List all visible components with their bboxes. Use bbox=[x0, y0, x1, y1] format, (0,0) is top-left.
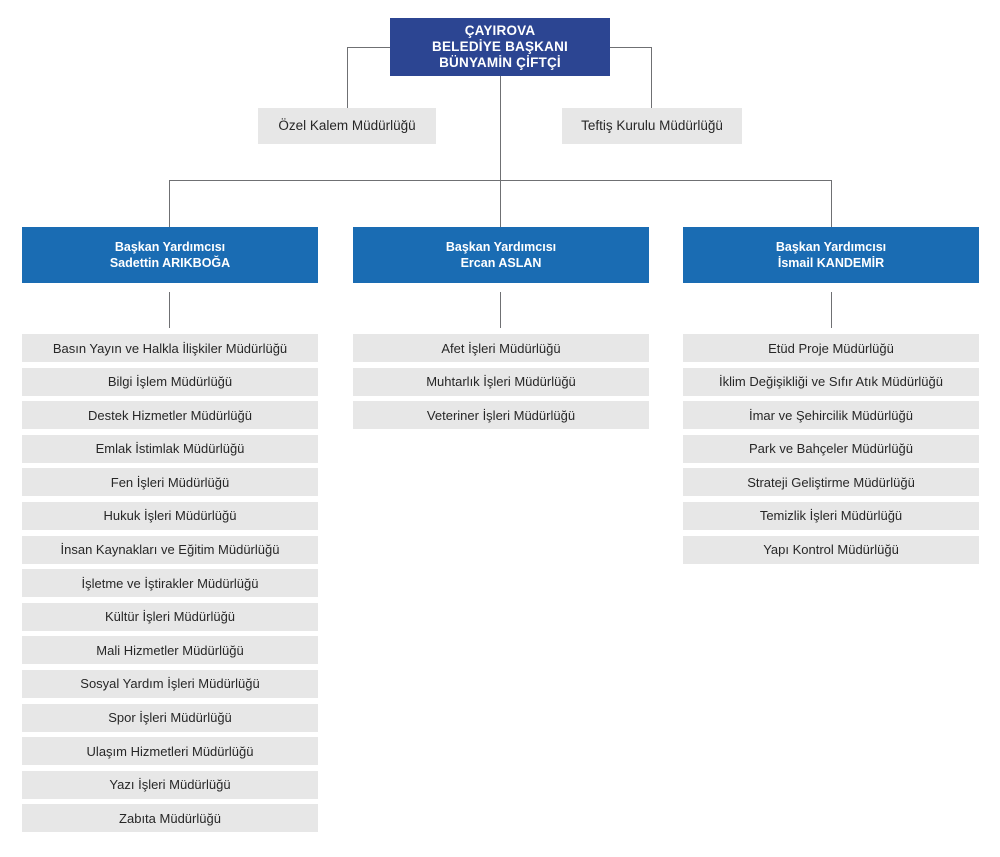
unit-box-label: Afet İşleri Müdürlüğü bbox=[441, 340, 561, 356]
unit-box[interactable]: Park ve Bahçeler Müdürlüğü bbox=[683, 434, 979, 463]
connector-deputy-3-to-units-vertical bbox=[831, 292, 832, 328]
deputy-node-ismail-kandemir[interactable]: Başkan Yardımcısı İsmail KANDEMİR bbox=[683, 227, 979, 283]
root-node-line-3: BÜNYAMİN ÇİFTÇİ bbox=[439, 55, 561, 70]
unit-box-label: Veteriner İşleri Müdürlüğü bbox=[426, 407, 576, 423]
deputy-node-title: Başkan Yardımcısı bbox=[114, 240, 226, 254]
unit-box-label: Yapı Kontrol Müdürlüğü bbox=[763, 542, 899, 558]
unit-box[interactable]: Basın Yayın ve Halkla İlişkiler Müdürlüğ… bbox=[22, 334, 318, 362]
connector-deputy-3-vertical bbox=[831, 180, 832, 227]
staff-node-teftis-kurulu[interactable]: Teftiş Kurulu Müdürlüğü bbox=[562, 108, 742, 144]
unit-box[interactable]: Muhtarlık İşleri Müdürlüğü bbox=[353, 367, 649, 396]
connector-deputy-1-to-units-vertical bbox=[169, 292, 170, 328]
unit-column-1: Basın Yayın ve Halkla İlişkiler Müdürlüğ… bbox=[22, 334, 318, 838]
unit-box[interactable]: İşletme ve İştirakler Müdürlüğü bbox=[22, 569, 318, 598]
unit-box[interactable]: Hukuk İşleri Müdürlüğü bbox=[22, 501, 318, 530]
connector-staff-left-vertical bbox=[347, 47, 348, 108]
connector-root-stem-vertical bbox=[500, 76, 501, 180]
unit-box[interactable]: Etüd Proje Müdürlüğü bbox=[683, 334, 979, 362]
unit-box-label: Strateji Geliştirme Müdürlüğü bbox=[747, 474, 915, 490]
unit-box[interactable]: Strateji Geliştirme Müdürlüğü bbox=[683, 468, 979, 497]
unit-box[interactable]: Emlak İstimlak Müdürlüğü bbox=[22, 434, 318, 463]
unit-box-label: Sosyal Yardım İşleri Müdürlüğü bbox=[80, 676, 260, 692]
connector-root-to-staff-right-horizontal bbox=[610, 47, 652, 48]
deputy-node-name: Sadettin ARIKBOĞA bbox=[109, 256, 231, 270]
connector-deputy-2-to-units-vertical bbox=[500, 292, 501, 328]
connector-staff-right-vertical bbox=[651, 47, 652, 108]
unit-box-label: Etüd Proje Müdürlüğü bbox=[768, 340, 894, 356]
unit-box[interactable]: Mali Hizmetler Müdürlüğü bbox=[22, 636, 318, 665]
unit-box-label: Basın Yayın ve Halkla İlişkiler Müdürlüğ… bbox=[52, 340, 288, 356]
unit-box[interactable]: İklim Değişikliği ve Sıfır Atık Müdürlüğ… bbox=[683, 367, 979, 396]
unit-box-label: Zabıta Müdürlüğü bbox=[119, 810, 221, 826]
unit-box[interactable]: Sosyal Yardım İşleri Müdürlüğü bbox=[22, 669, 318, 698]
connector-root-to-staff-left-horizontal bbox=[347, 47, 390, 48]
unit-box[interactable]: Fen İşleri Müdürlüğü bbox=[22, 468, 318, 497]
unit-box-label: Park ve Bahçeler Müdürlüğü bbox=[748, 441, 914, 457]
unit-box[interactable]: Kültür İşleri Müdürlüğü bbox=[22, 602, 318, 631]
deputy-node-title: Başkan Yardımcısı bbox=[775, 240, 887, 254]
unit-box-label: Mali Hizmetler Müdürlüğü bbox=[96, 642, 244, 658]
unit-box[interactable]: Yapı Kontrol Müdürlüğü bbox=[683, 535, 979, 564]
unit-box-label: Temizlik İşleri Müdürlüğü bbox=[759, 508, 903, 524]
unit-box-label: İşletme ve İştirakler Müdürlüğü bbox=[81, 575, 259, 591]
unit-box-label: Muhtarlık İşleri Müdürlüğü bbox=[426, 374, 576, 390]
unit-box-label: Ulaşım Hizmetleri Müdürlüğü bbox=[86, 743, 254, 759]
unit-box-label: Yazı İşleri Müdürlüğü bbox=[109, 777, 231, 793]
unit-box-label: İklim Değişikliği ve Sıfır Atık Müdürlüğ… bbox=[719, 374, 943, 390]
deputy-node-name: İsmail KANDEMİR bbox=[777, 256, 885, 270]
unit-box-label: Kültür İşleri Müdürlüğü bbox=[104, 609, 236, 625]
staff-node-ozel-kalem[interactable]: Özel Kalem Müdürlüğü bbox=[258, 108, 436, 144]
unit-box-label: Spor İşleri Müdürlüğü bbox=[108, 710, 232, 726]
staff-node-label: Teftiş Kurulu Müdürlüğü bbox=[581, 118, 723, 133]
unit-box-label: Hukuk İşleri Müdürlüğü bbox=[103, 508, 237, 524]
deputy-node-name: Ercan ASLAN bbox=[460, 256, 542, 270]
unit-box[interactable]: Ulaşım Hizmetleri Müdürlüğü bbox=[22, 737, 318, 766]
unit-box[interactable]: Temizlik İşleri Müdürlüğü bbox=[683, 501, 979, 530]
deputy-node-sadettin-arikboga[interactable]: Başkan Yardımcısı Sadettin ARIKBOĞA bbox=[22, 227, 318, 283]
unit-box[interactable]: İmar ve Şehircilik Müdürlüğü bbox=[683, 401, 979, 430]
root-node-mayor[interactable]: ÇAYIROVA BELEDİYE BAŞKANI BÜNYAMİN ÇİFTÇ… bbox=[390, 18, 610, 76]
deputy-node-ercan-aslan[interactable]: Başkan Yardımcısı Ercan ASLAN bbox=[353, 227, 649, 283]
unit-box[interactable]: Yazı İşleri Müdürlüğü bbox=[22, 770, 318, 799]
unit-box[interactable]: Afet İşleri Müdürlüğü bbox=[353, 334, 649, 362]
unit-box-label: Emlak İstimlak Müdürlüğü bbox=[95, 441, 245, 457]
unit-box[interactable]: Destek Hizmetler Müdürlüğü bbox=[22, 401, 318, 430]
unit-box[interactable]: Veteriner İşleri Müdürlüğü bbox=[353, 401, 649, 430]
unit-box[interactable]: İnsan Kaynakları ve Eğitim Müdürlüğü bbox=[22, 535, 318, 564]
staff-node-label: Özel Kalem Müdürlüğü bbox=[278, 118, 416, 133]
deputy-node-title: Başkan Yardımcısı bbox=[445, 240, 557, 254]
unit-box-label: Fen İşleri Müdürlüğü bbox=[110, 474, 230, 490]
root-node-line-2: BELEDİYE BAŞKANI bbox=[432, 39, 568, 54]
unit-box-label: İmar ve Şehircilik Müdürlüğü bbox=[748, 407, 913, 423]
connector-deputy-1-vertical bbox=[169, 180, 170, 227]
unit-box-label: Bilgi İşlem Müdürlüğü bbox=[107, 374, 233, 390]
connector-deputy-2-vertical bbox=[500, 180, 501, 227]
unit-box-label: Destek Hizmetler Müdürlüğü bbox=[87, 407, 252, 423]
unit-box[interactable]: Zabıta Müdürlüğü bbox=[22, 804, 318, 833]
unit-box[interactable]: Spor İşleri Müdürlüğü bbox=[22, 703, 318, 732]
unit-box[interactable]: Bilgi İşlem Müdürlüğü bbox=[22, 367, 318, 396]
root-node-line-1: ÇAYIROVA bbox=[464, 23, 536, 38]
unit-box-label: İnsan Kaynakları ve Eğitim Müdürlüğü bbox=[60, 542, 280, 558]
